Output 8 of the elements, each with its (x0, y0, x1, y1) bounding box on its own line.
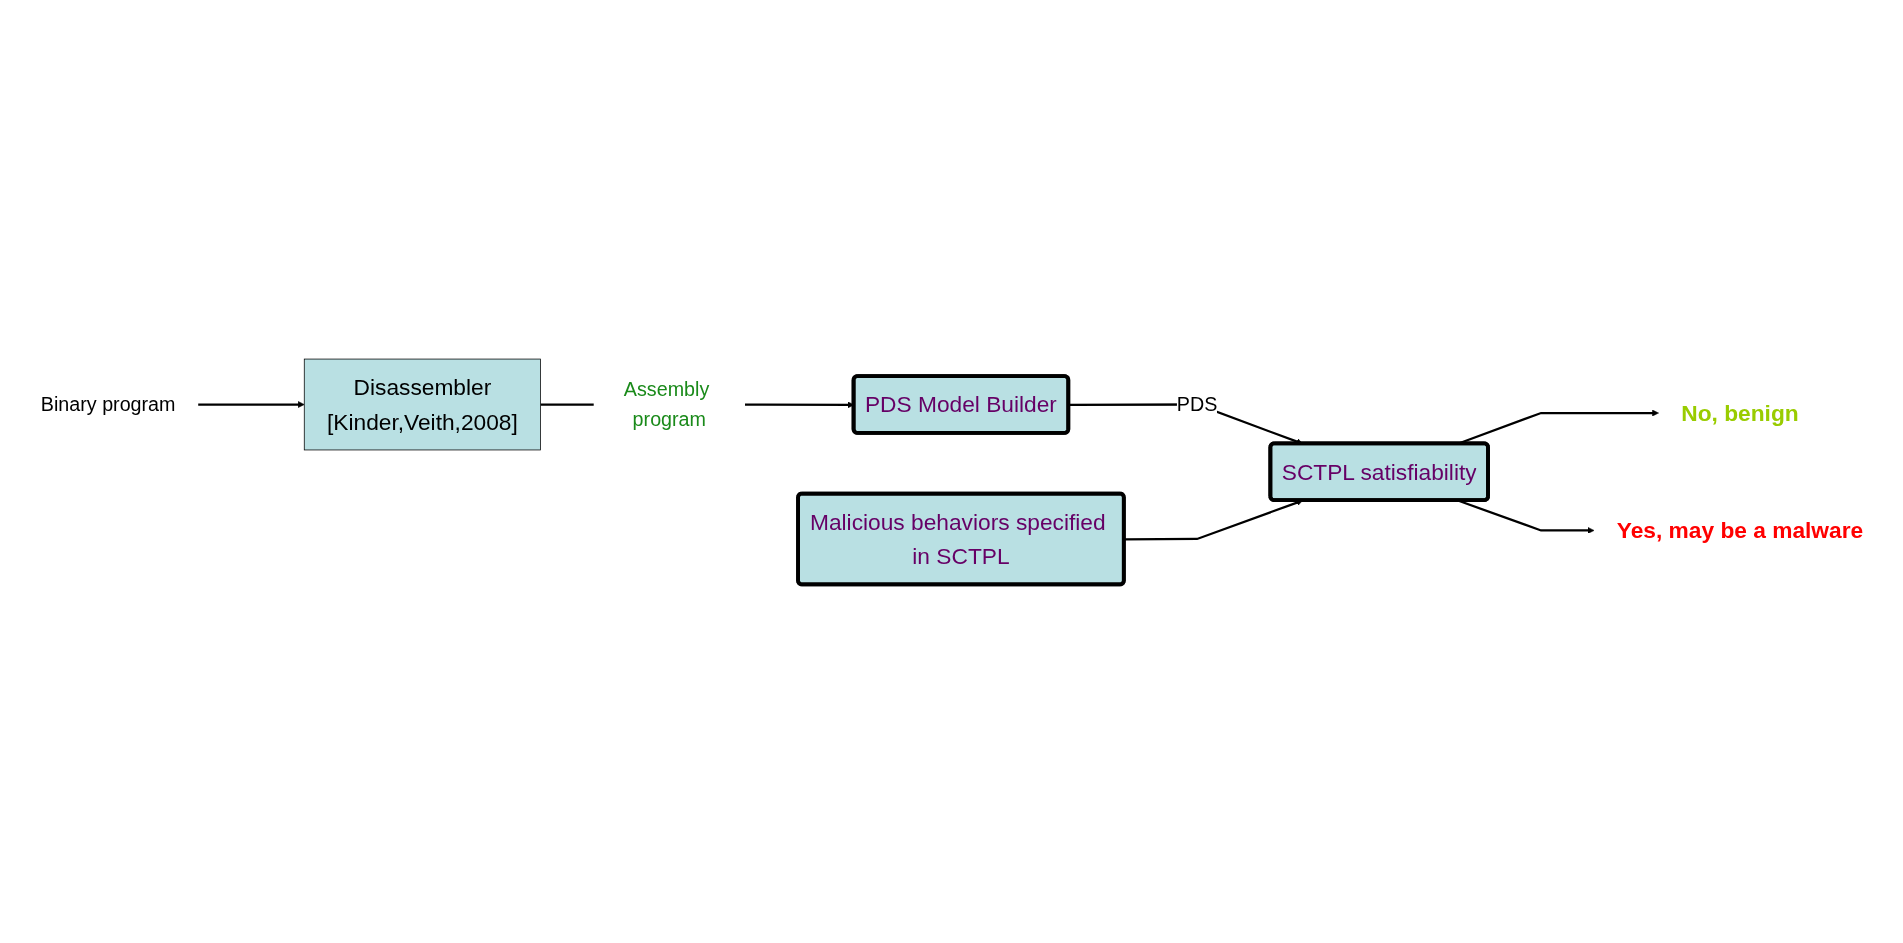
edge-label: PDS (1176, 392, 1217, 416)
node-text: No, benign (1680, 400, 1799, 426)
node-text: Binary program (40, 392, 175, 416)
arrow (197, 400, 305, 408)
arrow (1457, 499, 1594, 534)
node-box (303, 358, 541, 451)
node-text: Yes, may be a malware (1616, 517, 1863, 543)
edge-label: Assembly program (623, 377, 709, 431)
